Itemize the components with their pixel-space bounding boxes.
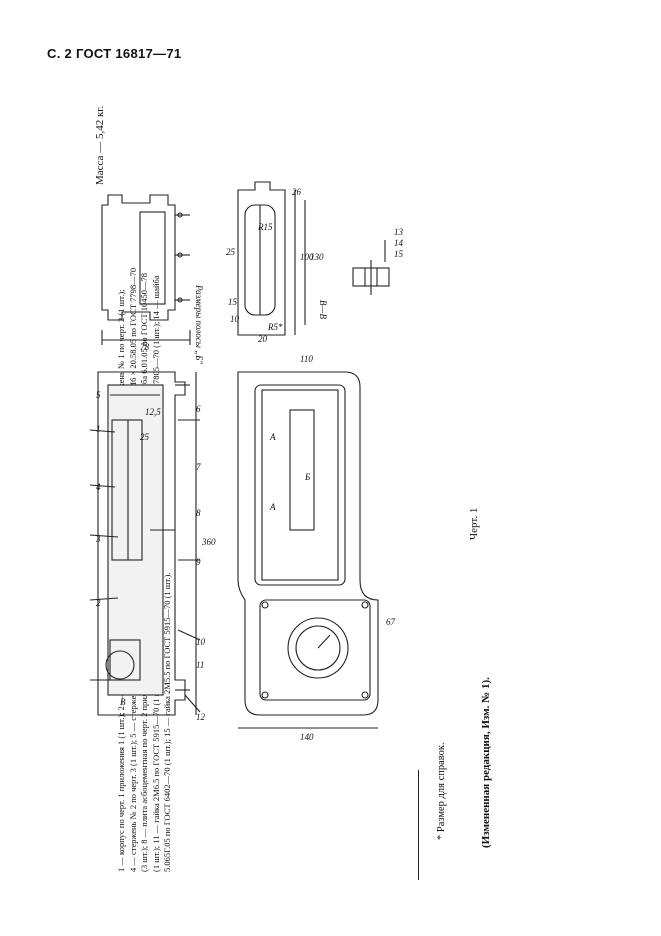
part-5-label: 5: [96, 390, 101, 400]
zone-a-1: А: [269, 432, 276, 442]
section-15-label: 15: [394, 249, 404, 259]
part-11-label: 11: [196, 660, 204, 670]
dim-15: 15: [228, 297, 238, 307]
strip-view-title: Размеры полосы „Б": [194, 284, 204, 364]
section-bb: [352, 240, 390, 295]
leaders: [89, 419, 201, 713]
side-view: [101, 194, 191, 345]
part-12-label: 12: [196, 712, 206, 722]
main-section: [97, 371, 197, 716]
plan-view: [237, 371, 379, 729]
dim-100: 100: [300, 252, 314, 262]
part-7-label: 7: [196, 462, 201, 472]
dim-10: 10: [230, 314, 240, 324]
part-1-label: 1: [96, 424, 101, 434]
radius-r5: R5*: [267, 322, 283, 332]
part-4-label: 4: [96, 482, 101, 492]
dim-110: 110: [300, 354, 313, 364]
dim-12-5: 12,5: [145, 407, 161, 417]
radius-r15: R15: [257, 222, 273, 232]
dim-67: 67: [386, 617, 396, 627]
dim-25b: 25: [226, 247, 236, 257]
page-header: С. 2 ГОСТ 16817—71: [47, 46, 182, 61]
zone-a-2: А: [269, 502, 276, 512]
dim-140: 140: [300, 732, 314, 742]
part-8-label: 8: [196, 508, 201, 518]
dim-78: 78: [140, 342, 150, 352]
part-6-label: 6: [196, 404, 201, 414]
section-title: В—В: [318, 300, 328, 320]
part-3-label: 3: [95, 534, 101, 544]
section-13-label: 13: [394, 227, 404, 237]
dim-25: 25: [140, 432, 150, 442]
dim-130: 130: [310, 252, 324, 262]
zone-b: Б: [304, 472, 311, 482]
dim-20: 20: [258, 334, 268, 344]
strip-view: [237, 181, 306, 336]
part-2-label: 2: [96, 598, 101, 608]
zone-v: В: [120, 697, 126, 707]
dim-360: 360: [201, 537, 216, 547]
section-14-label: 14: [394, 238, 404, 248]
dim-26: 26: [292, 187, 302, 197]
part-9-label: 9: [196, 557, 201, 567]
part-10-label: 10: [196, 637, 206, 647]
